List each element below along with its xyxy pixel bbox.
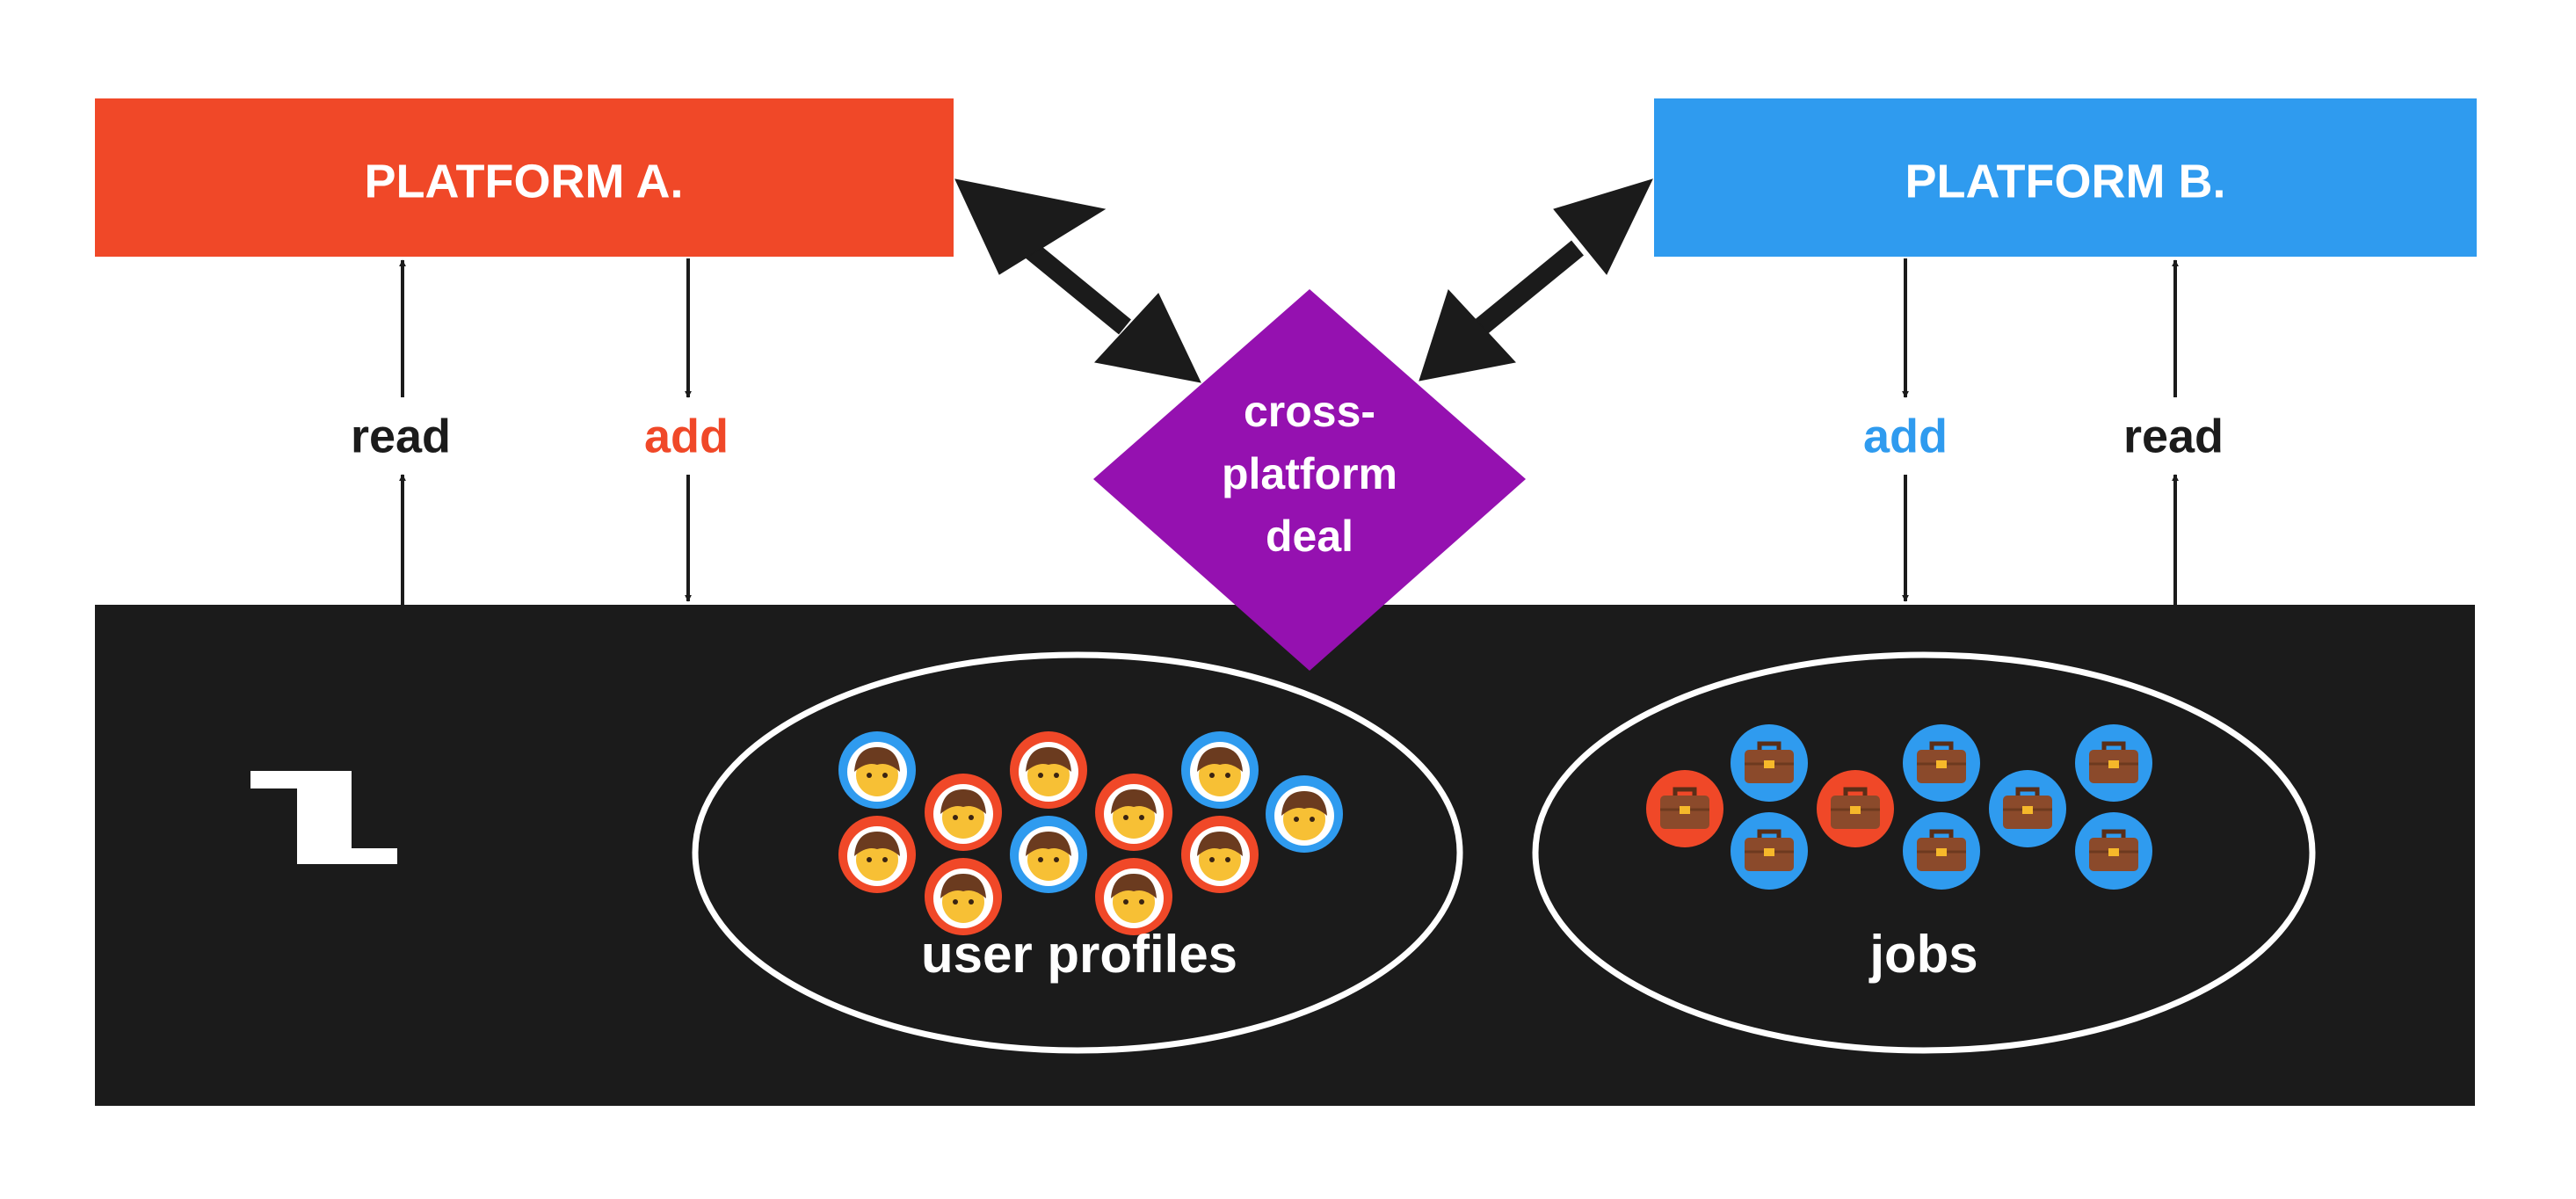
flow-b-add: add <box>1863 258 1948 602</box>
platform-b-label: PLATFORM B. <box>1905 155 2226 207</box>
user-profiles-label: user profiles <box>921 925 1237 984</box>
flow-a-read-label: read <box>351 410 451 462</box>
person-icon <box>1181 731 1259 809</box>
arrowhead-icon <box>1094 293 1201 383</box>
briefcase-icon <box>1989 770 2066 847</box>
deal-label-line-3: deal <box>1266 512 1353 561</box>
flow-b-read-label: read <box>2123 410 2224 462</box>
deal-link-b-arrow <box>1419 178 1653 382</box>
person-icon <box>1010 731 1087 809</box>
jobs-ellipse <box>1532 651 2316 1054</box>
person-icon <box>1010 816 1087 893</box>
briefcase-icon <box>2075 812 2152 890</box>
briefcase-icon <box>2075 724 2152 802</box>
jobs-icons <box>1646 724 2152 890</box>
arrowhead-icon <box>1553 178 1653 275</box>
briefcase-icon <box>1646 770 1723 847</box>
platform-a-box[interactable]: PLATFORM A. <box>95 98 954 257</box>
arrowhead-icon <box>1419 289 1516 382</box>
person-icon <box>838 816 916 893</box>
flow-a-add-label: add <box>644 410 729 462</box>
deal-label-line-1: cross- <box>1244 387 1375 436</box>
briefcase-icon <box>1731 812 1808 890</box>
briefcase-icon <box>1731 724 1808 802</box>
jobs-label: jobs <box>1869 925 1977 984</box>
briefcase-icon <box>1817 770 1894 847</box>
briefcase-icon <box>1903 724 1980 802</box>
platform-b-box[interactable]: PLATFORM B. <box>1654 98 2477 257</box>
user-profiles-icons <box>838 731 1343 935</box>
person-icon <box>925 774 1002 851</box>
user-profiles-ellipse <box>692 651 1463 1054</box>
flow-b-add-label: add <box>1863 410 1948 462</box>
person-icon <box>838 731 916 809</box>
cross-platform-deal[interactable]: cross- platform deal <box>1093 289 1526 671</box>
platform-a-label: PLATFORM A. <box>365 155 684 207</box>
deal-link-a-arrow <box>954 178 1201 383</box>
jobs-group[interactable]: jobs <box>1532 651 2316 1054</box>
person-icon <box>1181 816 1259 893</box>
flow-b-read: read <box>2123 259 2224 605</box>
flow-a-read: read <box>351 259 451 605</box>
person-icon <box>1266 775 1343 853</box>
user-profiles-group[interactable]: user profiles <box>692 651 1463 1054</box>
z-logo-icon <box>250 771 397 864</box>
person-icon <box>1095 774 1172 851</box>
briefcase-icon <box>1903 812 1980 890</box>
arrowhead-icon <box>954 178 1107 275</box>
person-icon <box>1095 858 1172 935</box>
deal-label-line-2: platform <box>1222 449 1397 498</box>
person-icon <box>925 858 1002 935</box>
flow-a-add: add <box>644 258 729 602</box>
